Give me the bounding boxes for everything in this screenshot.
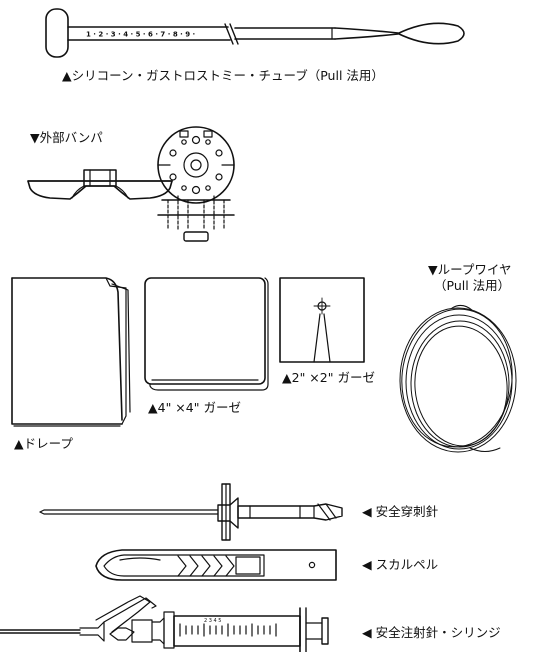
gauze-4x4-illustration <box>144 277 269 391</box>
external-bumper-top-view <box>157 126 235 242</box>
scalpel-label: ◀ スカルペル <box>362 557 439 572</box>
loop-wire-label: ▼ループワイヤ <box>428 262 512 277</box>
svg-text:2 3 4 5: 2 3 4 5 <box>204 618 222 624</box>
gauze-2x2-label: ▲2" ×2" ガーゼ <box>282 370 375 385</box>
external-bumper-side-view <box>27 169 173 200</box>
tube-depth-markings: 1 · 2 · 3 · 4 · 5 · 6 · 7 · 8 · 9 · <box>86 31 195 39</box>
gauze-4x4-label: ▲4" ×4" ガーゼ <box>148 400 241 415</box>
scalpel-illustration <box>95 549 337 581</box>
loop-wire-illustration <box>399 304 517 453</box>
loop-wire-sublabel: （Pull 法用） <box>434 278 511 293</box>
gastrostomy-tube: 1 · 2 · 3 · 4 · 5 · 6 · 7 · 8 · 9 · <box>45 8 465 58</box>
safety-puncture-needle <box>39 483 343 541</box>
gauze-2x2-illustration <box>279 277 365 363</box>
safety-needle-syringe: 2 3 4 5 <box>0 595 329 652</box>
syringe-label: ◀ 安全注射針・シリンジ <box>362 625 501 640</box>
tube-label: ▲シリコーン・ガストロストミー・チューブ（Pull 法用） <box>62 68 384 83</box>
safety-needle-label: ◀ 安全穿刺針 <box>362 504 439 519</box>
drape-illustration <box>11 277 131 427</box>
external-bumper-label: ▼外部バンパ <box>30 130 103 145</box>
drape-label: ▲ドレープ <box>14 436 73 451</box>
